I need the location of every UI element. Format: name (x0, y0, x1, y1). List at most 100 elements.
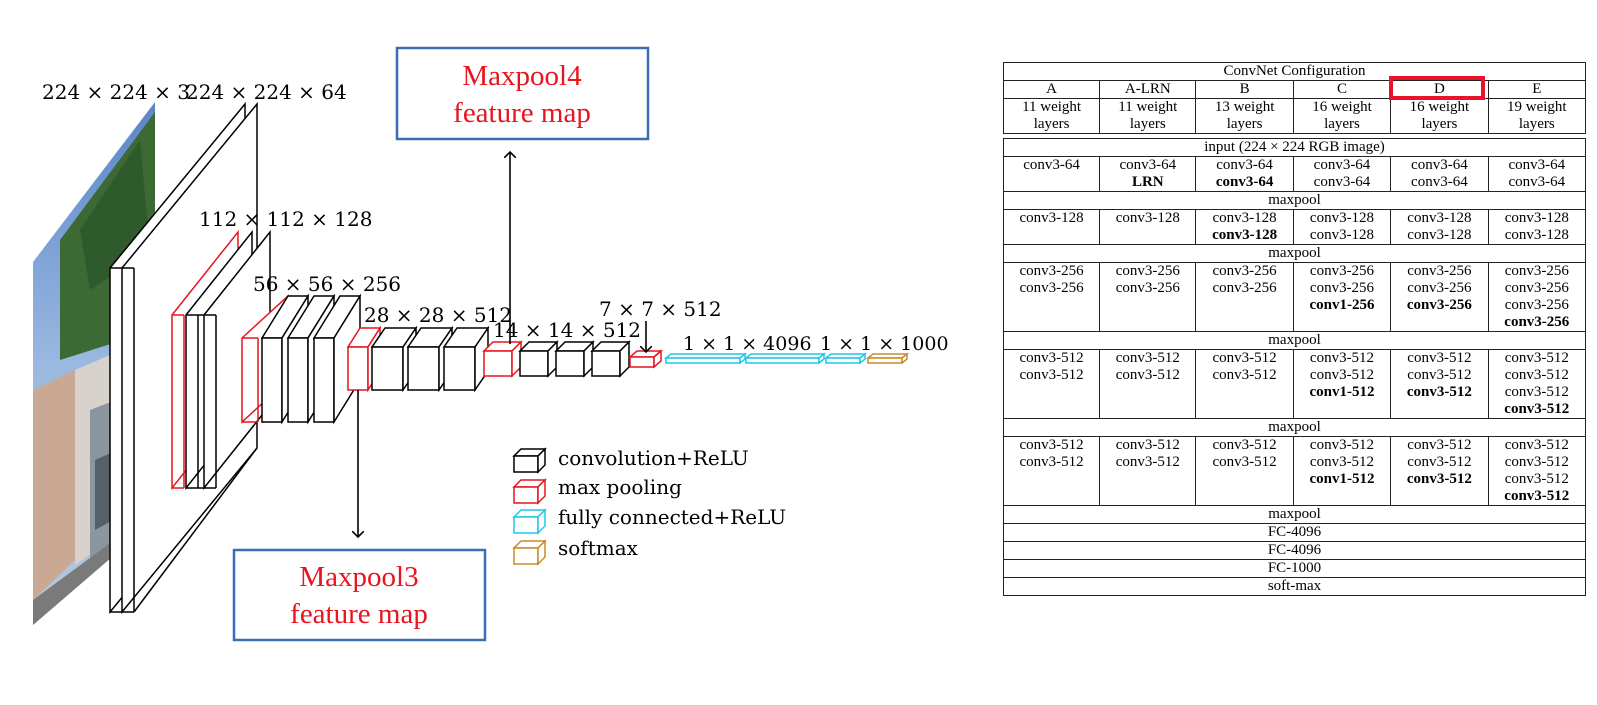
layer-label: conv3-512 (1504, 454, 1569, 470)
layer-label: conv3-64 (1411, 157, 1468, 173)
layer-label: conv1-512 (1309, 384, 1375, 400)
depth-line: layers (1226, 116, 1263, 132)
dim-label-pool5: 7 × 7 × 512 (599, 297, 722, 321)
layer-label: conv3-128 (1407, 227, 1472, 243)
depth-line: 11 weight (1118, 99, 1178, 115)
column-header: B (1195, 80, 1294, 99)
layer-label: conv3-128 (1212, 210, 1277, 226)
layer-label: conv1-256 (1309, 297, 1375, 313)
layer-label: conv3-512 (1407, 454, 1472, 470)
column-header: A (1002, 80, 1101, 99)
dim-label-softmax: 1 × 1 × 1000 (820, 333, 949, 355)
layer-label: conv3-512 (1309, 437, 1375, 453)
layer-label: conv3-64 (1411, 174, 1468, 190)
layer-cell: conv3-128 (1099, 209, 1197, 245)
fc-1000-cell: FC-1000 (1003, 559, 1586, 578)
legend-softmax-icon (512, 539, 547, 566)
layer-cell: conv3-64 (1002, 156, 1101, 192)
layer-label: conv3-512 (1212, 454, 1277, 470)
maxpool4-callout: Maxpool4 feature map (395, 46, 650, 141)
dim-label-conv4: 28 × 28 × 512 (364, 303, 512, 327)
layer-label: conv3-512 (1115, 367, 1180, 383)
layer-label: conv3-512 (1504, 471, 1569, 487)
layer-label: conv3-512 (1115, 454, 1180, 470)
layer-label: conv3-64 (1508, 157, 1566, 173)
legend-label-softmax: softmax (558, 536, 639, 560)
layer-label: conv3-256 (1019, 263, 1084, 279)
layer-label: conv3-512 (1019, 454, 1084, 470)
vgg-architecture-diagram: 224 × 224 × 3 224 × 224 × 64 112 × 112 ×… (33, 46, 949, 642)
column-d-highlight (1389, 76, 1485, 100)
column-header: E (1487, 80, 1587, 99)
layer-label: conv3-512 (1406, 471, 1472, 487)
dim-label-conv5: 14 × 14 × 512 (493, 318, 641, 342)
legend-pool-icon (512, 478, 547, 505)
input-cell: input (224 × 224 RGB image) (1003, 138, 1586, 157)
column-header: A-LRN (1099, 80, 1197, 99)
layer-label: conv3-512 (1407, 367, 1472, 383)
conv2-block (171, 229, 271, 491)
layer-label: conv3-512 (1504, 384, 1569, 400)
conv5-block (482, 340, 664, 378)
layer-cell: conv3-128 (1002, 209, 1101, 245)
layer-label: conv3-256 (1504, 263, 1569, 279)
layer-label: conv3-256 (1115, 280, 1180, 296)
column-header-row: A A-LRN B C D E (1002, 80, 1587, 99)
legend-conv-icon (512, 447, 547, 474)
fc-layers (663, 352, 910, 365)
column-header: C (1292, 80, 1392, 99)
layer-label: conv3-512 (1504, 488, 1570, 504)
layer-label: conv3-128 (1212, 227, 1278, 243)
softmax-cell: soft-max (1003, 577, 1586, 596)
maxpool3-callout: Maxpool3 feature map (232, 548, 487, 642)
dim-label-conv3: 56 × 56 × 256 (253, 272, 401, 296)
layer-label: conv3-256 (1504, 297, 1569, 313)
layer-label: conv3-128 (1019, 210, 1084, 226)
layer-label: conv3-128 (1504, 227, 1569, 243)
maxpool3-subtitle: feature map (290, 598, 428, 630)
layer-label: conv3-512 (1406, 384, 1472, 400)
layer-label: conv3-512 (1115, 437, 1180, 453)
dim-label-fc: 1 × 1 × 4096 (683, 333, 812, 355)
layer-label: LRN (1131, 174, 1164, 190)
layer-label: conv3-512 (1504, 350, 1569, 366)
depth-line: layers (1324, 116, 1360, 132)
maxpool-cell: maxpool (1003, 191, 1586, 210)
layer-label: conv3-512 (1019, 350, 1084, 366)
table-title-row: ConvNet Configuration (1003, 62, 1586, 81)
maxpool-row: maxpool (1003, 505, 1586, 524)
depth-line: layers (1033, 116, 1070, 132)
maxpool-cell: maxpool (1003, 418, 1586, 437)
dim-label-conv2: 112 × 112 × 128 (199, 207, 372, 231)
layer-label: conv3-256 (1212, 263, 1277, 279)
depth-line: 19 weight (1507, 99, 1567, 115)
layer-label: conv3-512 (1212, 350, 1277, 366)
layer-label: conv3-128 (1407, 210, 1472, 226)
layer-label: conv3-512 (1115, 350, 1180, 366)
layer-label: conv3-512 (1504, 401, 1570, 417)
legend-fc-icon (512, 508, 547, 535)
